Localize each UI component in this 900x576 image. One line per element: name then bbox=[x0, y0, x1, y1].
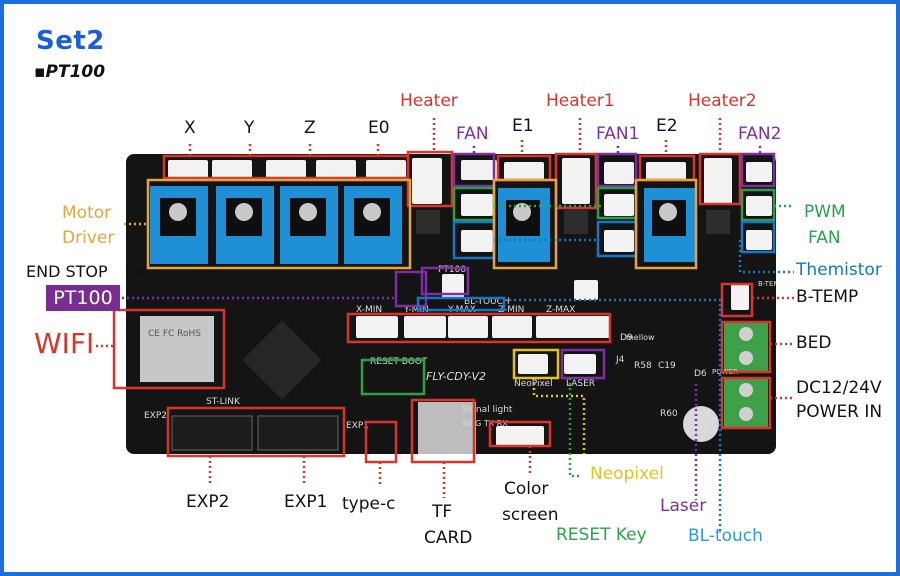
silk-xmin: X-MIN bbox=[356, 305, 382, 315]
silk-bl-touch: BL-TOUCH bbox=[464, 297, 510, 307]
label-neopixel: Neopixel bbox=[590, 464, 664, 484]
label-themistor: Themistor bbox=[796, 260, 882, 280]
label-e1: E1 bbox=[512, 116, 534, 136]
label-btemp: B-TEMP bbox=[796, 287, 859, 307]
silk-mellow: mellow bbox=[626, 333, 655, 342]
label-end-stop: END STOP bbox=[26, 262, 108, 281]
silk-zmax: Z-MAX bbox=[546, 305, 575, 315]
label-heater2: Heater2 bbox=[688, 91, 757, 111]
label-fan1: FAN1 bbox=[596, 124, 640, 144]
silk-pt100: PT100 bbox=[438, 265, 466, 275]
board-graphic: CE FC RoHS FLY-CDY-V2 Signal light NeoPi… bbox=[140, 158, 784, 456]
silk-c19: C19 bbox=[658, 361, 676, 371]
label-y: Y bbox=[244, 118, 255, 138]
label-laser: Laser bbox=[660, 496, 707, 516]
silk-ymin: Y-MIN bbox=[403, 305, 429, 315]
label-power-in: POWER IN bbox=[796, 402, 883, 422]
annotation-overlay bbox=[96, 118, 794, 534]
label-heater1: Heater1 bbox=[546, 91, 615, 111]
silk-exp1: EXP1 bbox=[346, 421, 369, 431]
silk-fly: FLY-CDY-V2 bbox=[426, 370, 486, 383]
label-tf: TF bbox=[432, 502, 453, 522]
label-e2: E2 bbox=[656, 116, 678, 136]
label-e0: E0 bbox=[368, 118, 390, 138]
label-pwm-fan: FAN bbox=[808, 228, 841, 248]
silk-laser: LASER bbox=[566, 379, 595, 389]
label-heater: Heater bbox=[400, 91, 458, 111]
silk-reset-boot: RESET BOOT bbox=[370, 357, 428, 367]
silk-d6: D6 bbox=[694, 369, 707, 379]
silk-st-link: ST-LINK bbox=[206, 397, 241, 407]
silk-j4: J4 bbox=[615, 355, 625, 365]
label-fan: FAN bbox=[456, 124, 489, 144]
label-fan2: FAN2 bbox=[738, 124, 782, 144]
silk-signal: Signal light bbox=[462, 405, 513, 415]
controller-board: CE FC RoHS FLY-CDY-V2 Signal light NeoPi… bbox=[126, 154, 784, 456]
silk-d9: D9 bbox=[620, 333, 633, 343]
silk-zmin: Z-MIN bbox=[498, 305, 524, 315]
page-subtitle: ▪PT100 bbox=[34, 62, 105, 82]
label-pwm: PWM bbox=[804, 202, 846, 222]
subtitle-text: PT100 bbox=[45, 62, 106, 82]
label-x: X bbox=[184, 118, 196, 138]
label-exp1: EXP1 bbox=[284, 492, 328, 512]
label-driver: Driver bbox=[62, 228, 115, 248]
svg-text:CE FC RoHS: CE FC RoHS bbox=[148, 329, 201, 339]
page-title: Set2 bbox=[36, 26, 105, 56]
label-motor: Motor bbox=[62, 203, 112, 223]
bullet-icon: ▪ bbox=[34, 62, 46, 82]
label-card: CARD bbox=[424, 528, 473, 548]
label-screen: screen bbox=[502, 505, 559, 525]
label-pt100: PT100 bbox=[46, 285, 120, 311]
label-bl-touch: BL-touch bbox=[688, 526, 763, 546]
silk-r60: R60 bbox=[660, 409, 678, 419]
label-exp2: EXP2 bbox=[186, 492, 230, 512]
label-z: Z bbox=[304, 118, 316, 138]
label-color: Color bbox=[504, 479, 549, 499]
label-reset-key: RESET Key bbox=[556, 525, 647, 545]
silk-btemp: B-TEMP bbox=[758, 280, 776, 288]
label-dc: DC12/24V bbox=[796, 378, 882, 398]
silk-tx-rx: 5V G TX RX bbox=[462, 419, 508, 428]
silk-r58: R58 bbox=[634, 361, 652, 371]
label-wifi: WIFI bbox=[34, 327, 95, 360]
silk-exp2: EXP2 bbox=[144, 411, 167, 421]
label-type-c: type-c bbox=[342, 494, 396, 514]
label-bed: BED bbox=[796, 333, 832, 353]
silk-cap: 470 bbox=[692, 423, 709, 433]
